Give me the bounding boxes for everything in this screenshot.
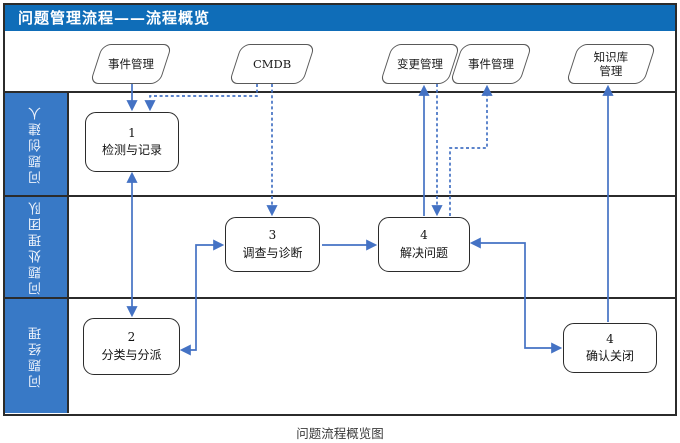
diagram-caption: 问题流程概览图 bbox=[296, 426, 384, 441]
diagram-title: 问题管理流程——流程概览 bbox=[18, 9, 211, 27]
node-label: 解决问题 bbox=[399, 245, 448, 260]
node-label: 确认关闭 bbox=[585, 349, 634, 363]
lane-label: 问题创建人 bbox=[28, 104, 44, 184]
node-resolve-problem: 4 解决问题 bbox=[378, 217, 470, 272]
node-classify-and-assign: 2 分类与分派 bbox=[83, 318, 180, 375]
node-label: 分类与分派 bbox=[101, 347, 162, 362]
node-investigate-and-diagnose: 3 调查与诊断 bbox=[225, 217, 320, 272]
lane-label: 问题处理团队 bbox=[28, 199, 44, 295]
input-event-management-right: 事件管理 bbox=[449, 44, 533, 84]
lane-problem-handling-team: 问题处理团队 bbox=[5, 197, 67, 297]
node-number: 1 bbox=[128, 125, 136, 140]
node-number: 3 bbox=[268, 228, 277, 243]
lane-boundary-2-3 bbox=[5, 297, 675, 299]
lane-label-divider bbox=[67, 91, 69, 413]
node-detect-and-record: 1 检测与记录 bbox=[85, 112, 179, 172]
node-label: 调查与诊断 bbox=[242, 245, 303, 260]
input-label: 知识库管理 bbox=[593, 49, 629, 78]
lane-problem-manager: 问题经理 bbox=[5, 299, 67, 413]
input-knowledge-base-management: 知识库管理 bbox=[565, 44, 657, 84]
node-label: 检测与记录 bbox=[101, 143, 162, 157]
lane-label: 问题经理 bbox=[28, 324, 44, 388]
input-event-management-left: 事件管理 bbox=[89, 44, 173, 84]
lane-problem-creator: 问题创建人 bbox=[5, 93, 67, 195]
node-number: 4 bbox=[420, 228, 428, 243]
input-label: CMDB bbox=[252, 56, 292, 71]
input-label: 事件管理 bbox=[108, 56, 154, 71]
input-label: 事件管理 bbox=[468, 56, 514, 71]
diagram-frame bbox=[3, 3, 677, 416]
lane-boundary-1-2 bbox=[5, 195, 675, 197]
node-number: 2 bbox=[127, 330, 136, 345]
input-change-management: 变更管理 bbox=[379, 44, 461, 84]
diagram-title-bar: 问题管理流程——流程概览 bbox=[5, 5, 675, 31]
input-cmdb: CMDB bbox=[228, 44, 316, 84]
node-number: 4 bbox=[606, 331, 614, 346]
lane-boundary-top bbox=[5, 91, 675, 93]
input-label: 变更管理 bbox=[397, 56, 443, 71]
node-confirm-closure: 4 确认关闭 bbox=[563, 323, 657, 373]
